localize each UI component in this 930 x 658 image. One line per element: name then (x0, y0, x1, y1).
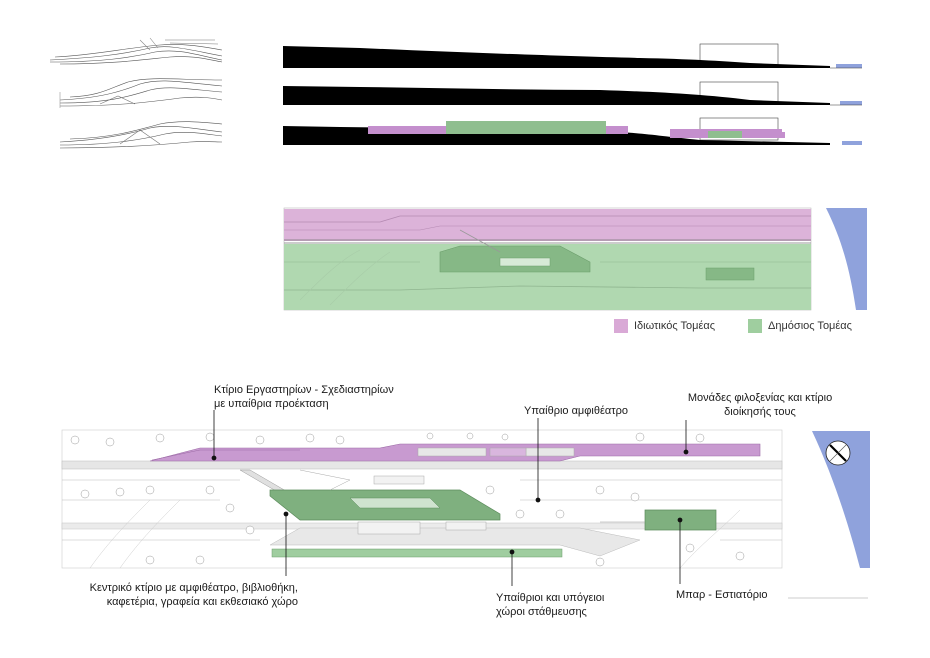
concept-sketch-3 (59, 121, 223, 149)
legend-private-swatch (614, 319, 628, 333)
legend-public-label: Δημόσιος Τομέας (768, 320, 852, 332)
legend-private-label: Ιδιωτικός Τομέας (634, 320, 716, 332)
annotation-workshops: Κτίριο Εργαστηρίων - Σχεδιαστηρίων με υπ… (214, 384, 394, 410)
annotation-central-building: Κεντρικό κτίριο με αμφιθέατρο, βιβλιοθήκ… (89, 582, 298, 608)
annotation-bar-restaurant: Μπαρ - Εστιατόριο (676, 589, 768, 601)
annotation-housing: Μονάδες φιλοξενίας και κτίριο διοίκησής … (687, 392, 833, 418)
north-arrow-icon (825, 440, 851, 466)
concept-sketch-2 (59, 78, 223, 108)
section-strip-2 (283, 81, 862, 106)
zoning-plan (283, 207, 867, 311)
legend-public-swatch (748, 319, 762, 333)
annotation-amphitheatre: Υπαίθριο αμφιθέατρο (524, 405, 628, 417)
leader-lines (211, 410, 689, 586)
section-strip-3 (283, 117, 862, 145)
annotation-parking: Υπαίθριοι και υπόγειοι χώροι στάθμευσης (496, 592, 605, 618)
site-plan (61, 429, 870, 599)
section-strip-1 (283, 43, 862, 69)
concept-sketch-1 (49, 37, 223, 65)
